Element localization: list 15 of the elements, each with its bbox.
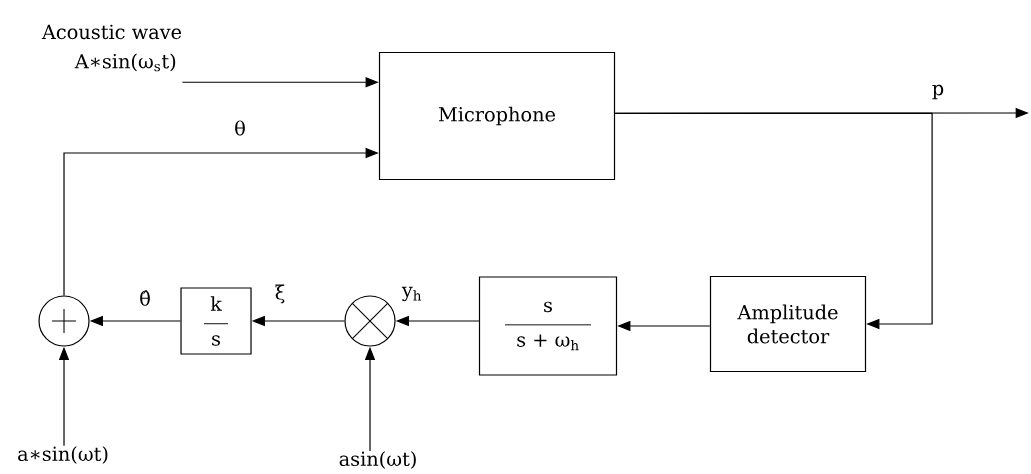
transfer-function-box: k s [180,287,252,355]
edge-label: p [930,83,946,101]
summing-junction [38,295,90,347]
multiplier-junction [344,295,396,347]
signal-label: asin(ωt) [339,451,416,469]
edge-label: θ̂ [137,288,153,308]
transfer-function-box: s s + ω$_{h}$ [478,276,618,376]
edge-label: θ [232,119,248,137]
block-box: Microphone [378,51,616,181]
arrow [614,112,933,330]
edge-label: ξ [273,283,287,305]
signal-label: Acoustic wave A∗sin(ω$_{s}$t) [41,24,182,72]
signal-label: a∗sin(ωt) [18,446,108,464]
edge-label: y$_{h}$ [400,285,424,303]
block-box: Amplitude detector [709,275,867,373]
